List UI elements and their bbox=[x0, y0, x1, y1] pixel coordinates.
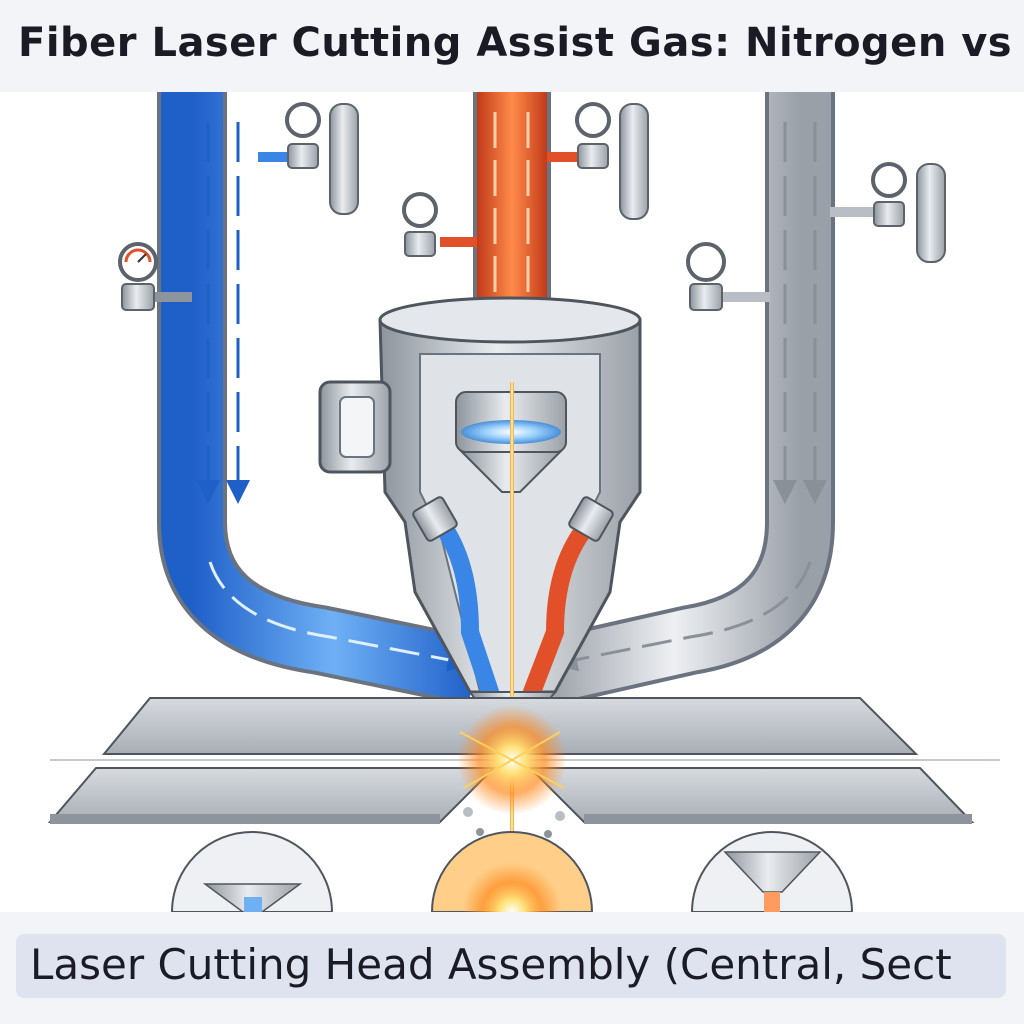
caption-text: Laser Cutting Head Assembly (Central, Se… bbox=[30, 940, 952, 989]
title-bar: Fiber Laser Cutting Assist Gas: Nitrogen… bbox=[0, 0, 1024, 92]
air-supply-pipe bbox=[540, 92, 835, 707]
nitrogen-supply-pipe bbox=[157, 92, 483, 707]
caption-panel: Laser Cutting Head Assembly (Central, Se… bbox=[0, 912, 1024, 1024]
nitrogen-pressure-gauge bbox=[118, 102, 359, 311]
diagram-title: Fiber Laser Cutting Assist Gas: Nitrogen… bbox=[18, 20, 1013, 66]
nitrogen-inner-line bbox=[412, 496, 499, 701]
oxygen-inner-line bbox=[523, 496, 614, 701]
oxygen-cut-detail bbox=[430, 831, 594, 912]
cutting-head-illustration bbox=[47, 92, 1000, 912]
oxygen-pressure-gauge bbox=[402, 102, 649, 257]
air-cut-detail bbox=[690, 831, 854, 912]
caption-box: Laser Cutting Head Assembly (Central, Se… bbox=[16, 934, 1006, 998]
air-pressure-gauge bbox=[686, 162, 946, 311]
workpiece-plate-bottom bbox=[47, 767, 975, 824]
cut-spark bbox=[457, 705, 567, 838]
nitrogen-cut-detail bbox=[170, 831, 334, 912]
